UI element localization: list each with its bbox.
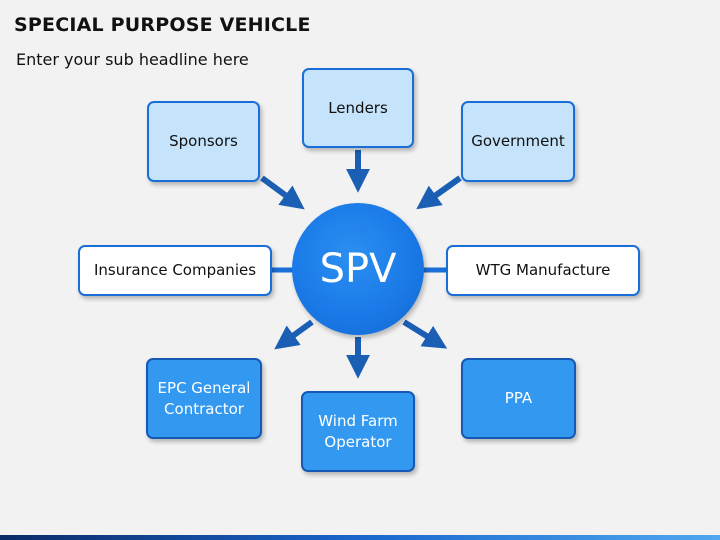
node-wind-farm-operator: Wind Farm Operator (301, 391, 415, 472)
node-wtg-label: WTG Manufacture (475, 261, 611, 279)
node-wtg-manufacture: WTG Manufacture (446, 245, 640, 296)
node-sponsors: Sponsors (147, 101, 260, 182)
node-epc-label: EPC General Contractor (157, 378, 251, 418)
node-government-label: Government (471, 132, 565, 150)
arrow-spv-to-ppa (402, 319, 448, 349)
node-government: Government (461, 101, 575, 182)
node-wind-farm-label: Wind Farm Operator (318, 411, 398, 451)
bottom-accent-bar (0, 535, 720, 540)
node-lenders-label: Lenders (328, 98, 388, 117)
node-sponsors-label: Sponsors (169, 132, 238, 150)
node-insurance-label: Insurance Companies (93, 261, 257, 279)
page-subtitle: Enter your sub headline here (16, 50, 249, 69)
arrow-spv-to-epc (274, 319, 314, 350)
spv-circle: SPV (292, 203, 424, 335)
arrow-government-to-spv (416, 175, 462, 210)
node-ppa: PPA (461, 358, 576, 439)
node-ppa-label: PPA (504, 389, 533, 407)
page-title: SPECIAL PURPOSE VEHICLE (14, 14, 311, 36)
node-insurance-companies: Insurance Companies (78, 245, 272, 296)
spv-label: SPV (319, 246, 397, 292)
node-epc-general-contractor: EPC General Contractor (146, 358, 262, 439)
arrow-sponsors-to-spv (260, 175, 305, 210)
node-lenders: Lenders (302, 68, 414, 148)
